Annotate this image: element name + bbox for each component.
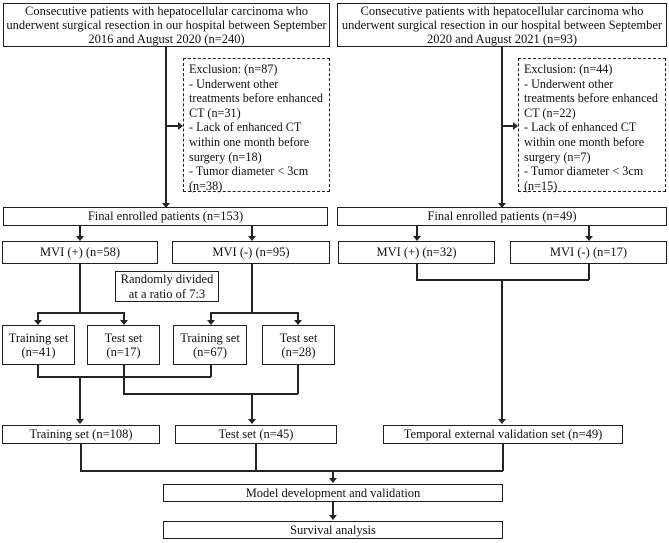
connector-line (502, 444, 504, 471)
node-label: Training set (n=108) (29, 427, 133, 442)
node-training-41: Training set (n=41) (2, 325, 75, 365)
connector-line (123, 312, 125, 321)
connector-line (251, 264, 253, 313)
connector-line (80, 444, 82, 471)
arrowhead-down-icon (329, 478, 337, 483)
node-label: Consecutive patients with hepatocellular… (6, 3, 327, 47)
node-cohort-2020-2021: Consecutive patients with hepatocellular… (337, 3, 667, 47)
node-final-enrolled-right: Final enrolled patients (n=49) (337, 207, 667, 226)
connector-line (165, 47, 167, 203)
connector-line (251, 393, 253, 420)
connector-line (416, 279, 589, 281)
arrowhead-down-icon (207, 320, 215, 325)
node-training-67: Training set (n=67) (173, 325, 247, 365)
node-label: Model development and validation (245, 485, 421, 500)
connector-line (37, 312, 124, 314)
arrowhead-right-icon (513, 122, 518, 130)
connector-line (210, 312, 299, 314)
node-final-enrolled-left: Final enrolled patients (n=153) (3, 207, 328, 226)
connector-line (416, 264, 418, 280)
node-label: MVI (+) (n=58) (39, 245, 121, 260)
node-label: Final enrolled patients (n=153) (87, 209, 244, 224)
arrowhead-down-icon (413, 236, 421, 241)
connector-line (37, 312, 39, 321)
node-label: Consecutive patients with hepatocellular… (341, 3, 663, 47)
connector-line (123, 393, 298, 395)
node-model-development: Model development and validation (163, 484, 503, 502)
node-test-set-45: Test set (n=45) (175, 425, 337, 444)
connector-line (79, 376, 81, 420)
connector-line (332, 502, 334, 516)
connector-line (80, 470, 503, 472)
connector-line (588, 226, 590, 237)
arrowhead-down-icon (248, 419, 256, 424)
connector-line (79, 226, 81, 237)
connector-line (166, 125, 179, 127)
node-label: Temporal external validation set (n=49) (403, 427, 603, 442)
node-exclusion-right: Exclusion: (n=44) - Underwent other trea… (518, 58, 666, 193)
connector-line (501, 47, 503, 203)
connector-line (79, 264, 81, 313)
arrowhead-down-icon (76, 419, 84, 424)
connector-line (297, 365, 299, 394)
node-survival-analysis: Survival analysis (163, 521, 503, 539)
node-label: MVI (-) (n=17) (549, 245, 628, 260)
node-label: Survival analysis (290, 522, 376, 537)
connector-line (332, 470, 334, 479)
node-exclusion-left: Exclusion: (n=87) - Underwent other trea… (183, 58, 330, 193)
connector-line (501, 279, 503, 420)
connector-line (255, 444, 257, 471)
connector-line (123, 365, 125, 394)
connector-line (502, 125, 514, 127)
node-random-split: Randomly divided at a ratio of 7:3 (115, 271, 219, 302)
arrowhead-down-icon (162, 203, 170, 208)
node-test-28: Test set (n=28) (262, 325, 335, 365)
arrowhead-down-icon (585, 236, 593, 241)
node-label: Test set (n=45) (218, 427, 294, 442)
connector-line (416, 226, 418, 237)
node-label: MVI (-) (n=95) (212, 245, 290, 260)
node-mvi-neg-left: MVI (-) (n=95) (172, 241, 330, 264)
node-label: MVI (+) (n=32) (376, 245, 457, 260)
connector-line (210, 312, 212, 321)
node-mvi-neg-right: MVI (-) (n=17) (510, 241, 667, 264)
node-mvi-pos-left: MVI (+) (n=58) (2, 241, 158, 264)
connector-line (297, 312, 299, 321)
node-cohort-2016-2020: Consecutive patients with hepatocellular… (3, 3, 330, 47)
arrowhead-down-icon (498, 203, 506, 208)
arrowhead-down-icon (248, 236, 256, 241)
arrowhead-down-icon (120, 320, 128, 325)
node-test-17: Test set (n=17) (87, 325, 160, 365)
arrowhead-down-icon (329, 515, 337, 520)
connector-line (37, 365, 39, 377)
arrowhead-down-icon (34, 320, 42, 325)
connector-line (251, 226, 253, 237)
node-mvi-pos-right: MVI (+) (n=32) (338, 241, 495, 264)
arrowhead-right-icon (178, 122, 183, 130)
connector-line (588, 264, 590, 280)
arrowhead-down-icon (294, 320, 302, 325)
node-label: Final enrolled patients (n=49) (427, 209, 577, 224)
connector-line (210, 365, 212, 377)
arrowhead-down-icon (76, 236, 84, 241)
node-training-set-108: Training set (n=108) (2, 425, 160, 444)
arrowhead-down-icon (498, 419, 506, 424)
node-temporal-validation-set: Temporal external validation set (n=49) (383, 425, 623, 444)
